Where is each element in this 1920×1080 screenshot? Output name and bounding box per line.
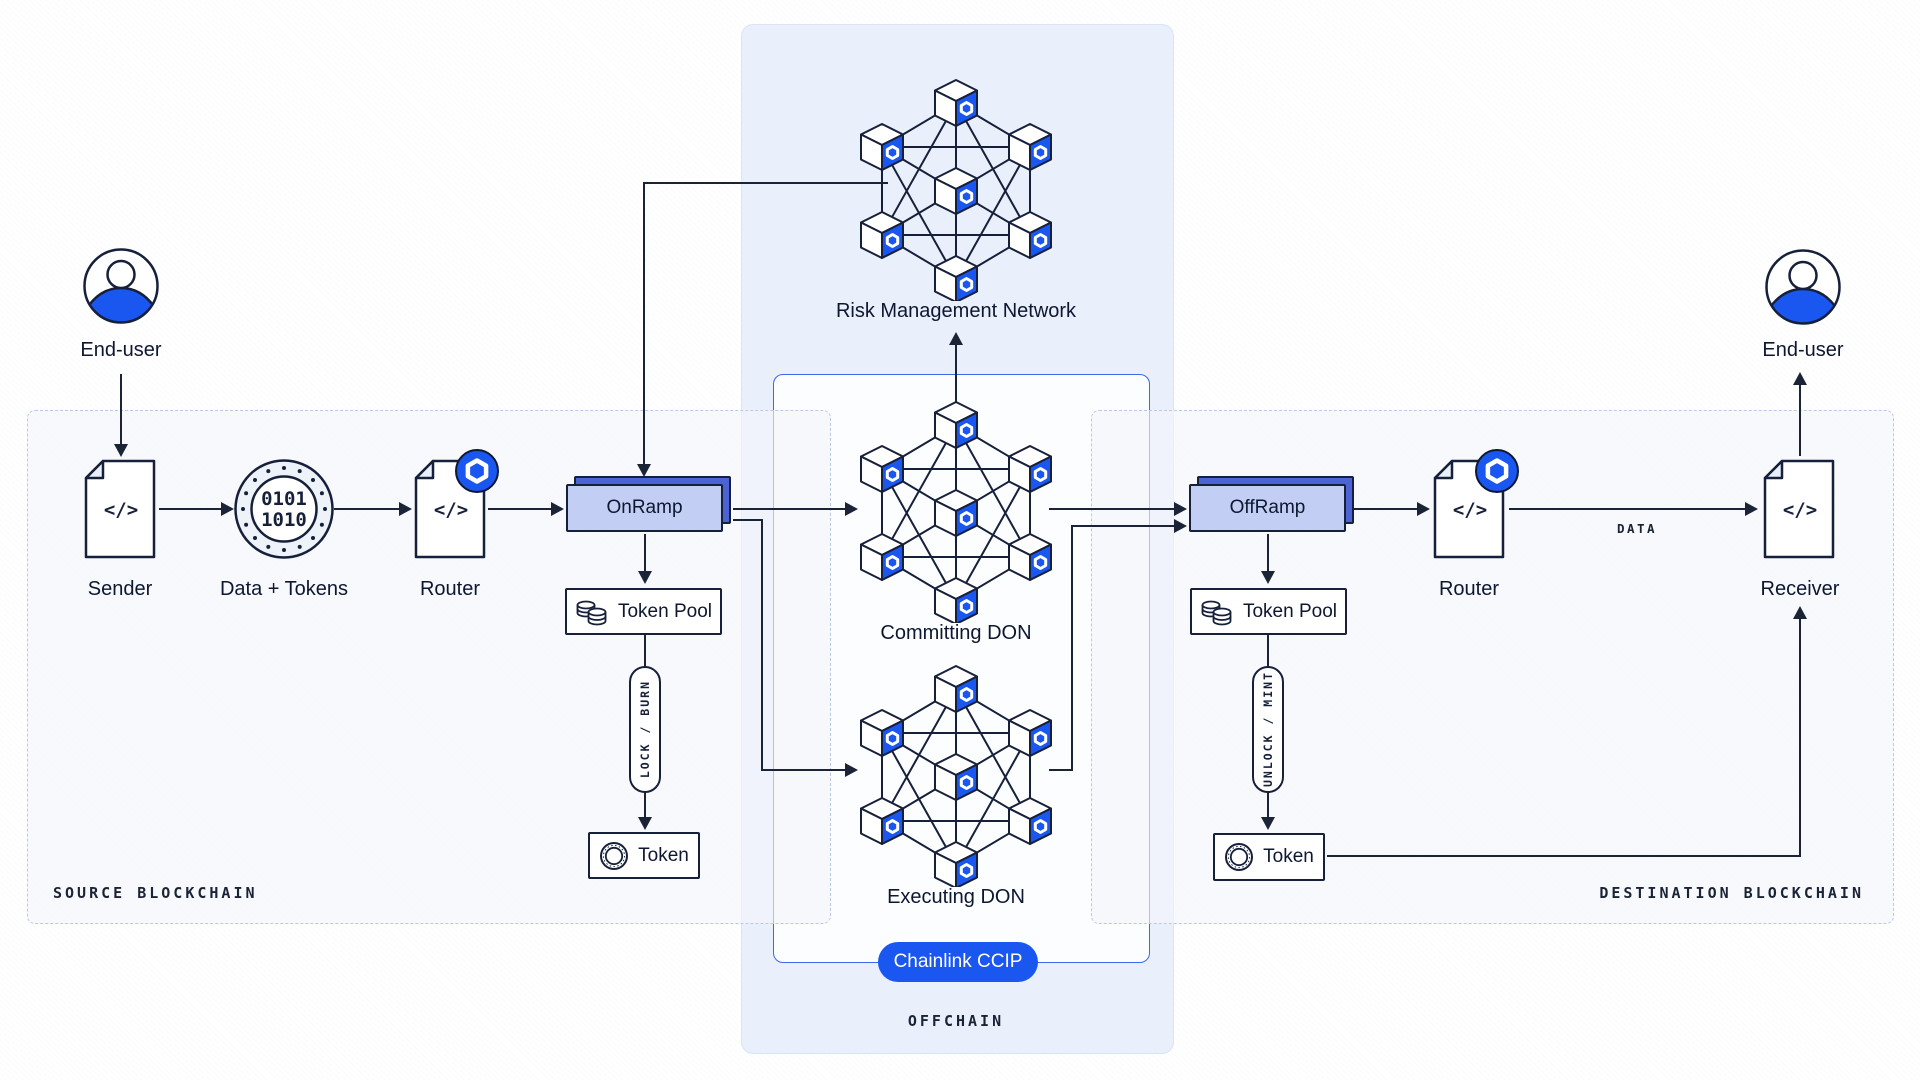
- router-code-glyph-destination: </>: [1453, 499, 1487, 521]
- executing-don-label: Executing DON: [887, 886, 1025, 908]
- receiver-document: </>: [1763, 459, 1835, 559]
- receiver-label: Receiver: [1760, 578, 1840, 600]
- router-label-destination: Router: [1438, 578, 1500, 600]
- risk-management-network-label: Risk Management Network: [835, 300, 1077, 322]
- end-user-avatar-destination: [1764, 248, 1842, 326]
- receiver-code-glyph: </>: [1783, 499, 1817, 521]
- router-label-source: Router: [419, 578, 481, 600]
- end-user-label-source: End-user: [80, 339, 162, 361]
- token-pool-box-destination: Token Pool: [1190, 588, 1347, 635]
- onramp-node: OnRamp: [566, 476, 731, 532]
- data-tokens-icon: 0101 1010: [234, 459, 334, 559]
- router-document-source: </>: [414, 459, 486, 559]
- unlock-mint-label: UNLOCK / MINT: [1261, 671, 1275, 788]
- lock-burn-label: LOCK / BURN: [638, 680, 652, 779]
- unlock-mint-pill: UNLOCK / MINT: [1252, 666, 1284, 793]
- source-blockchain-panel-label: SOURCE BLOCKCHAIN: [53, 884, 258, 902]
- token-pool-label-destination: Token Pool: [1242, 600, 1337, 622]
- sender-document: </>: [84, 459, 156, 559]
- token-coin-icon: [1225, 843, 1254, 871]
- destination-blockchain-panel-label: DESTINATION BLOCKCHAIN: [1599, 884, 1864, 902]
- data-tokens-label: Data + Tokens: [219, 578, 349, 600]
- token-label-destination: Token: [1263, 846, 1314, 867]
- router-document-destination: </>: [1433, 459, 1505, 559]
- token-box-source: Token: [588, 832, 700, 879]
- token-box-destination: Token: [1213, 833, 1325, 881]
- data-flow-label: DATA: [1616, 521, 1658, 536]
- executing-don-cluster: [856, 663, 1056, 887]
- chainlink-badge-icon-destination: [1474, 448, 1520, 494]
- end-user-avatar-source: [82, 247, 160, 325]
- token-coin-icon: [600, 841, 629, 870]
- router-code-glyph-source: </>: [434, 499, 468, 521]
- end-user-label-destination: End-user: [1762, 339, 1844, 361]
- coin-stack-icon: [1201, 600, 1232, 625]
- offramp-label: OffRamp: [1189, 484, 1346, 532]
- token-label-source: Token: [638, 844, 689, 866]
- coin-stack-icon: [576, 600, 607, 625]
- onramp-label: OnRamp: [566, 484, 723, 532]
- sender-label: Sender: [87, 578, 153, 600]
- committing-don-cluster: [856, 399, 1056, 623]
- binary-row-1: 0101: [261, 488, 307, 510]
- offchain-panel-label: OFFCHAIN: [907, 1012, 1005, 1030]
- offramp-node: OffRamp: [1189, 476, 1354, 532]
- token-pool-label-source: Token Pool: [617, 600, 712, 622]
- lock-burn-pill: LOCK / BURN: [629, 666, 661, 793]
- chainlink-ccip-badge: Chainlink CCIP: [878, 942, 1038, 982]
- sender-code-glyph: </>: [104, 499, 138, 521]
- binary-row-2: 1010: [261, 509, 307, 531]
- risk-management-network-cluster: [856, 77, 1056, 301]
- chainlink-badge-icon-source: [454, 448, 500, 494]
- committing-don-label: Committing DON: [880, 622, 1032, 644]
- token-pool-box-source: Token Pool: [565, 588, 722, 635]
